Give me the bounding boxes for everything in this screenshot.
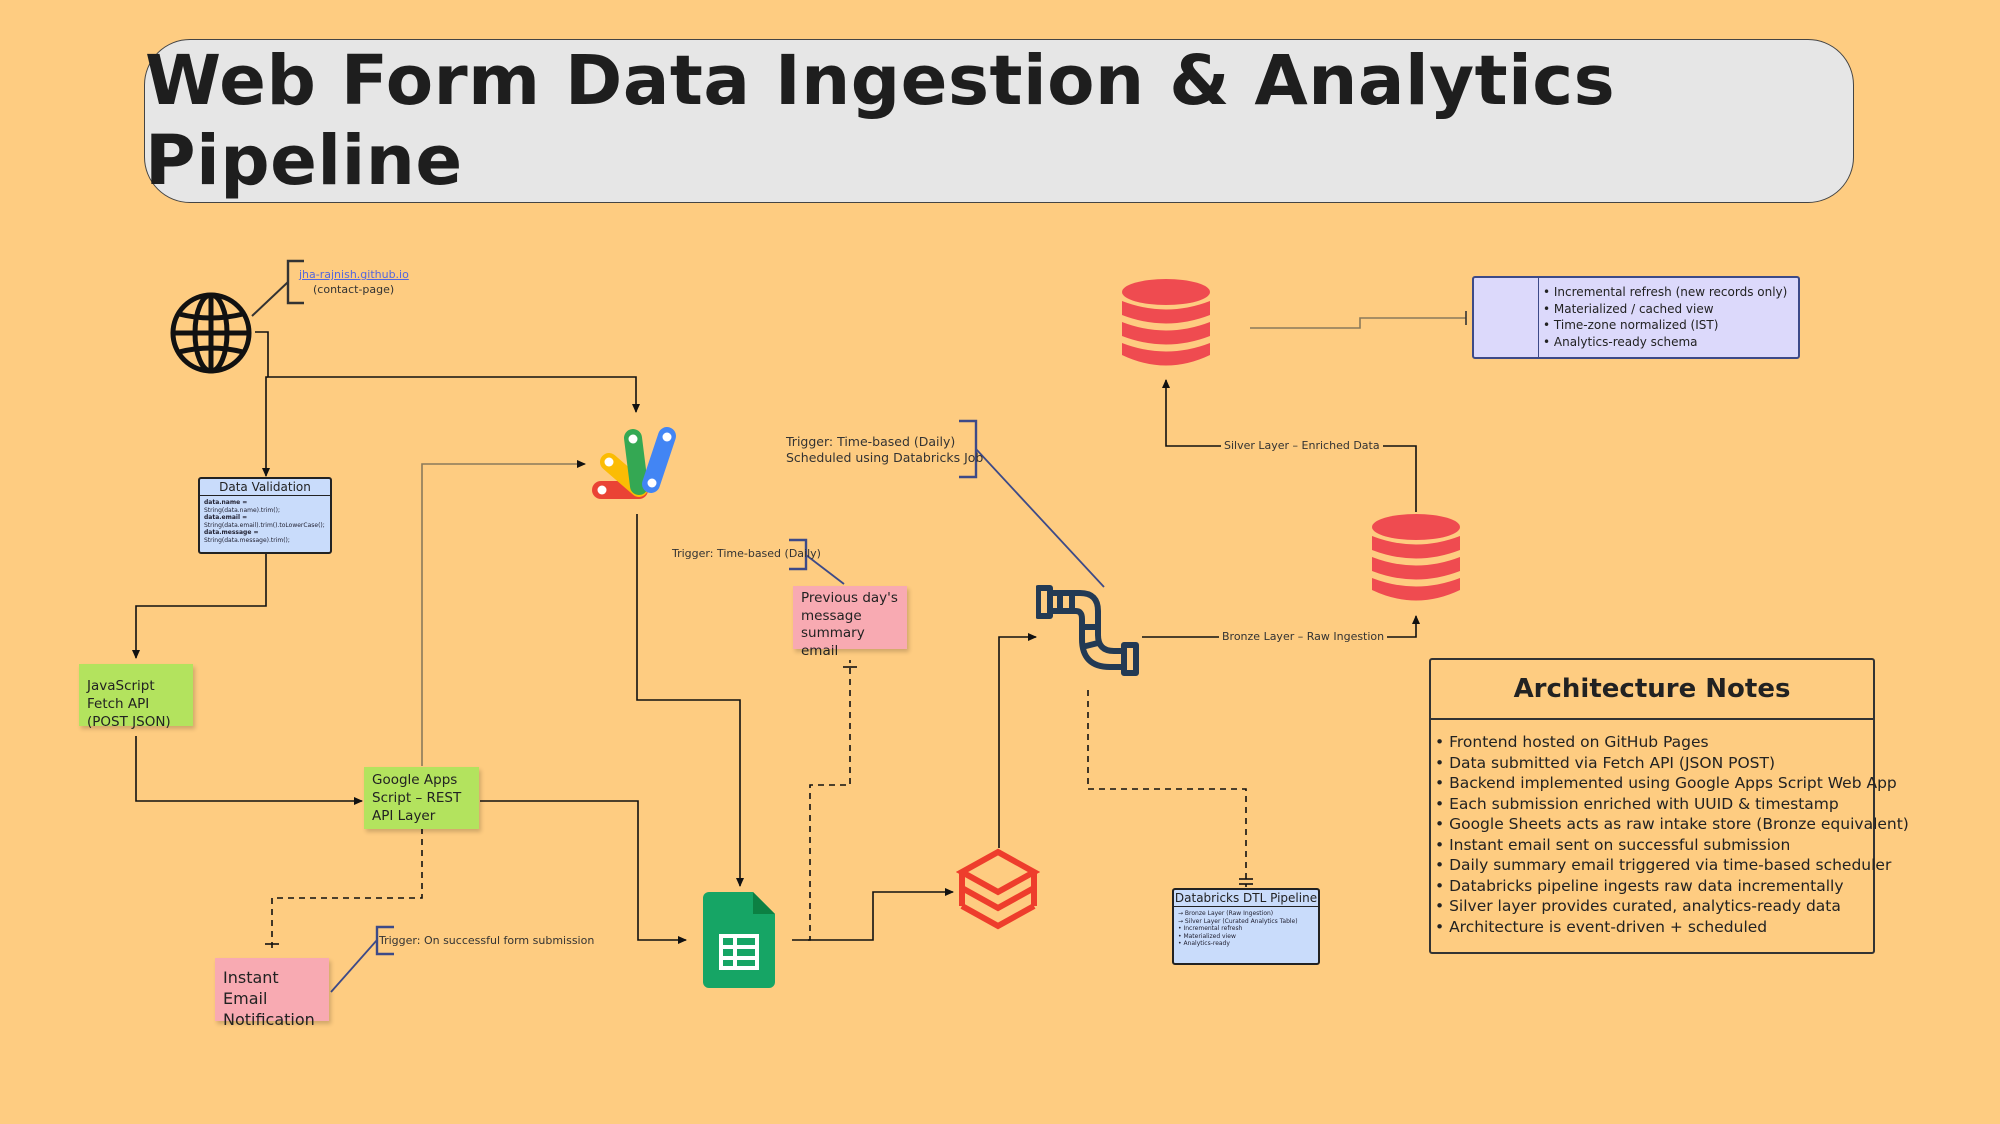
instant-email-note: Instant Email Notification	[215, 958, 329, 1029]
architecture-note-item: • Frontend hosted on GitHub Pages	[1435, 733, 1709, 751]
databricks-dtl-card: Databricks DTL Pipeline → Bronze Layer (…	[1172, 888, 1320, 965]
edge-gas-email	[271, 828, 423, 950]
dtl-line: • Incremental refresh	[1178, 925, 1243, 932]
validation-line: data.message =	[204, 529, 259, 536]
architecture-note-item: • Each submission enriched with UUID & t…	[1435, 794, 1839, 813]
pipe-icon	[1036, 585, 1139, 676]
title-banner: Web Form Data Ingestion & Analytics Pipe…	[144, 39, 1854, 203]
google-apps-script-icon	[592, 427, 676, 499]
silver-summary-item: • Time-zone normalized (IST)	[1543, 318, 1719, 332]
edge-globe-validation	[262, 376, 270, 477]
bronze-layer-label: Bronze Layer – Raw Ingestion	[1219, 630, 1388, 643]
website-page-label: (contact-page)	[313, 283, 395, 296]
data-validation-title: Data Validation	[200, 479, 330, 496]
architecture-note-item: • Google Sheets acts as raw intake store…	[1435, 815, 1909, 833]
databricks-dtl-title: Databricks DTL Pipeline	[1174, 891, 1318, 907]
validation-line: String(data.email).trim().toLowerCase();	[204, 521, 325, 529]
edge-globe-appsscript	[255, 331, 640, 413]
edge-gas-sheets	[480, 800, 687, 944]
architecture-note-item: • Architecture is event-driven + schedul…	[1435, 917, 1768, 936]
silver-layer-label: Silver Layer – Enriched Data	[1221, 439, 1383, 452]
architecture-note-item: • Databricks pipeline ingests raw data i…	[1435, 876, 1844, 895]
instant-trigger-label: Trigger: On successful form submission	[379, 934, 595, 947]
google-sheets-icon	[703, 892, 775, 988]
architecture-notes-panel: Architecture Notes • Frontend hosted on …	[1429, 658, 1909, 954]
edge-sheets-databricks	[792, 888, 954, 941]
databricks-trigger-line1: Trigger: Time-based (Daily)	[786, 434, 956, 449]
architecture-notes-list: • Frontend hosted on GitHub Pages • Data …	[1431, 720, 1909, 949]
database-icon	[1122, 279, 1210, 366]
architecture-note-item: • Data submitted via Fetch API (JSON POS…	[1435, 753, 1775, 772]
edge-gas-appsscript	[421, 460, 586, 766]
validation-line: data.name =	[204, 499, 248, 506]
edge-databricks-pipe	[998, 633, 1037, 848]
validation-line: String(data.name).trim();	[204, 506, 280, 514]
data-validation-body: data.name =String(data.name).trim();data…	[200, 496, 330, 547]
databricks-dtl-body: → Bronze Layer (Raw Ingestion)→ Silver L…	[1174, 907, 1318, 951]
architecture-note-item: • Silver layer provides curated, analyti…	[1435, 897, 1841, 915]
database-icon	[1372, 514, 1460, 601]
edge-pipe-dtl	[1087, 690, 1247, 887]
edge-appsscript-sheets	[636, 514, 744, 887]
apps-script-note: Google Apps Script – REST API Layer	[364, 767, 479, 829]
summary-email-note: Previous day's message summary email	[793, 586, 907, 659]
silver-summary-box: • Incremental refresh (new records only)…	[1472, 276, 1800, 359]
architecture-notes-title: Architecture Notes	[1431, 660, 1873, 720]
edge-sheets-summary	[808, 660, 851, 941]
edge-validation-fetch	[132, 554, 267, 659]
databricks-trigger-label: Trigger: Time-based (Daily) Scheduled us…	[786, 434, 983, 466]
globe-icon	[170, 292, 252, 374]
fetch-api-note: JavaScript Fetch API (POST JSON)	[79, 664, 193, 730]
daily-trigger-label: Trigger: Time-based (Daily)	[672, 547, 821, 560]
dtl-line: → Silver Layer (Curated Analytics Table)	[1178, 917, 1298, 925]
validation-line: String(data.message).trim();	[204, 536, 290, 544]
data-validation-card: Data Validation data.name =String(data.n…	[198, 477, 332, 554]
edge-fetch-gas	[135, 736, 363, 805]
silver-summary-item: • Materialized / cached view	[1543, 301, 1714, 316]
silver-summary-list: • Incremental refresh (new records only)…	[1538, 278, 1791, 357]
page-title: Web Form Data Ingestion & Analytics Pipe…	[145, 41, 1616, 201]
bracket-daily-trigger	[789, 538, 808, 571]
silver-summary-item: • Analytics-ready schema	[1543, 334, 1698, 349]
architecture-note-item: • Backend implemented using Google Apps …	[1435, 774, 1897, 792]
databricks-icon	[956, 848, 1040, 930]
validation-line: data.email =	[204, 514, 248, 521]
dtl-line: • Materialized view	[1178, 932, 1236, 940]
website-link[interactable]: jha-rajnish.github.io	[299, 268, 409, 281]
dtl-line: • Analytics-ready	[1178, 940, 1230, 947]
website-url[interactable]: jha-rajnish.github.io	[299, 268, 409, 281]
silver-summary-item: • Incremental refresh (new records only)	[1543, 285, 1788, 299]
edge-silver-summary	[1250, 317, 1466, 329]
dtl-line: → Bronze Layer (Raw Ingestion)	[1178, 910, 1274, 917]
architecture-note-item: • Daily summary email triggered via time…	[1435, 856, 1892, 874]
architecture-note-item: • Instant email sent on successful submi…	[1435, 835, 1791, 854]
databricks-trigger-line2: Scheduled using Databricks Job	[786, 450, 984, 465]
